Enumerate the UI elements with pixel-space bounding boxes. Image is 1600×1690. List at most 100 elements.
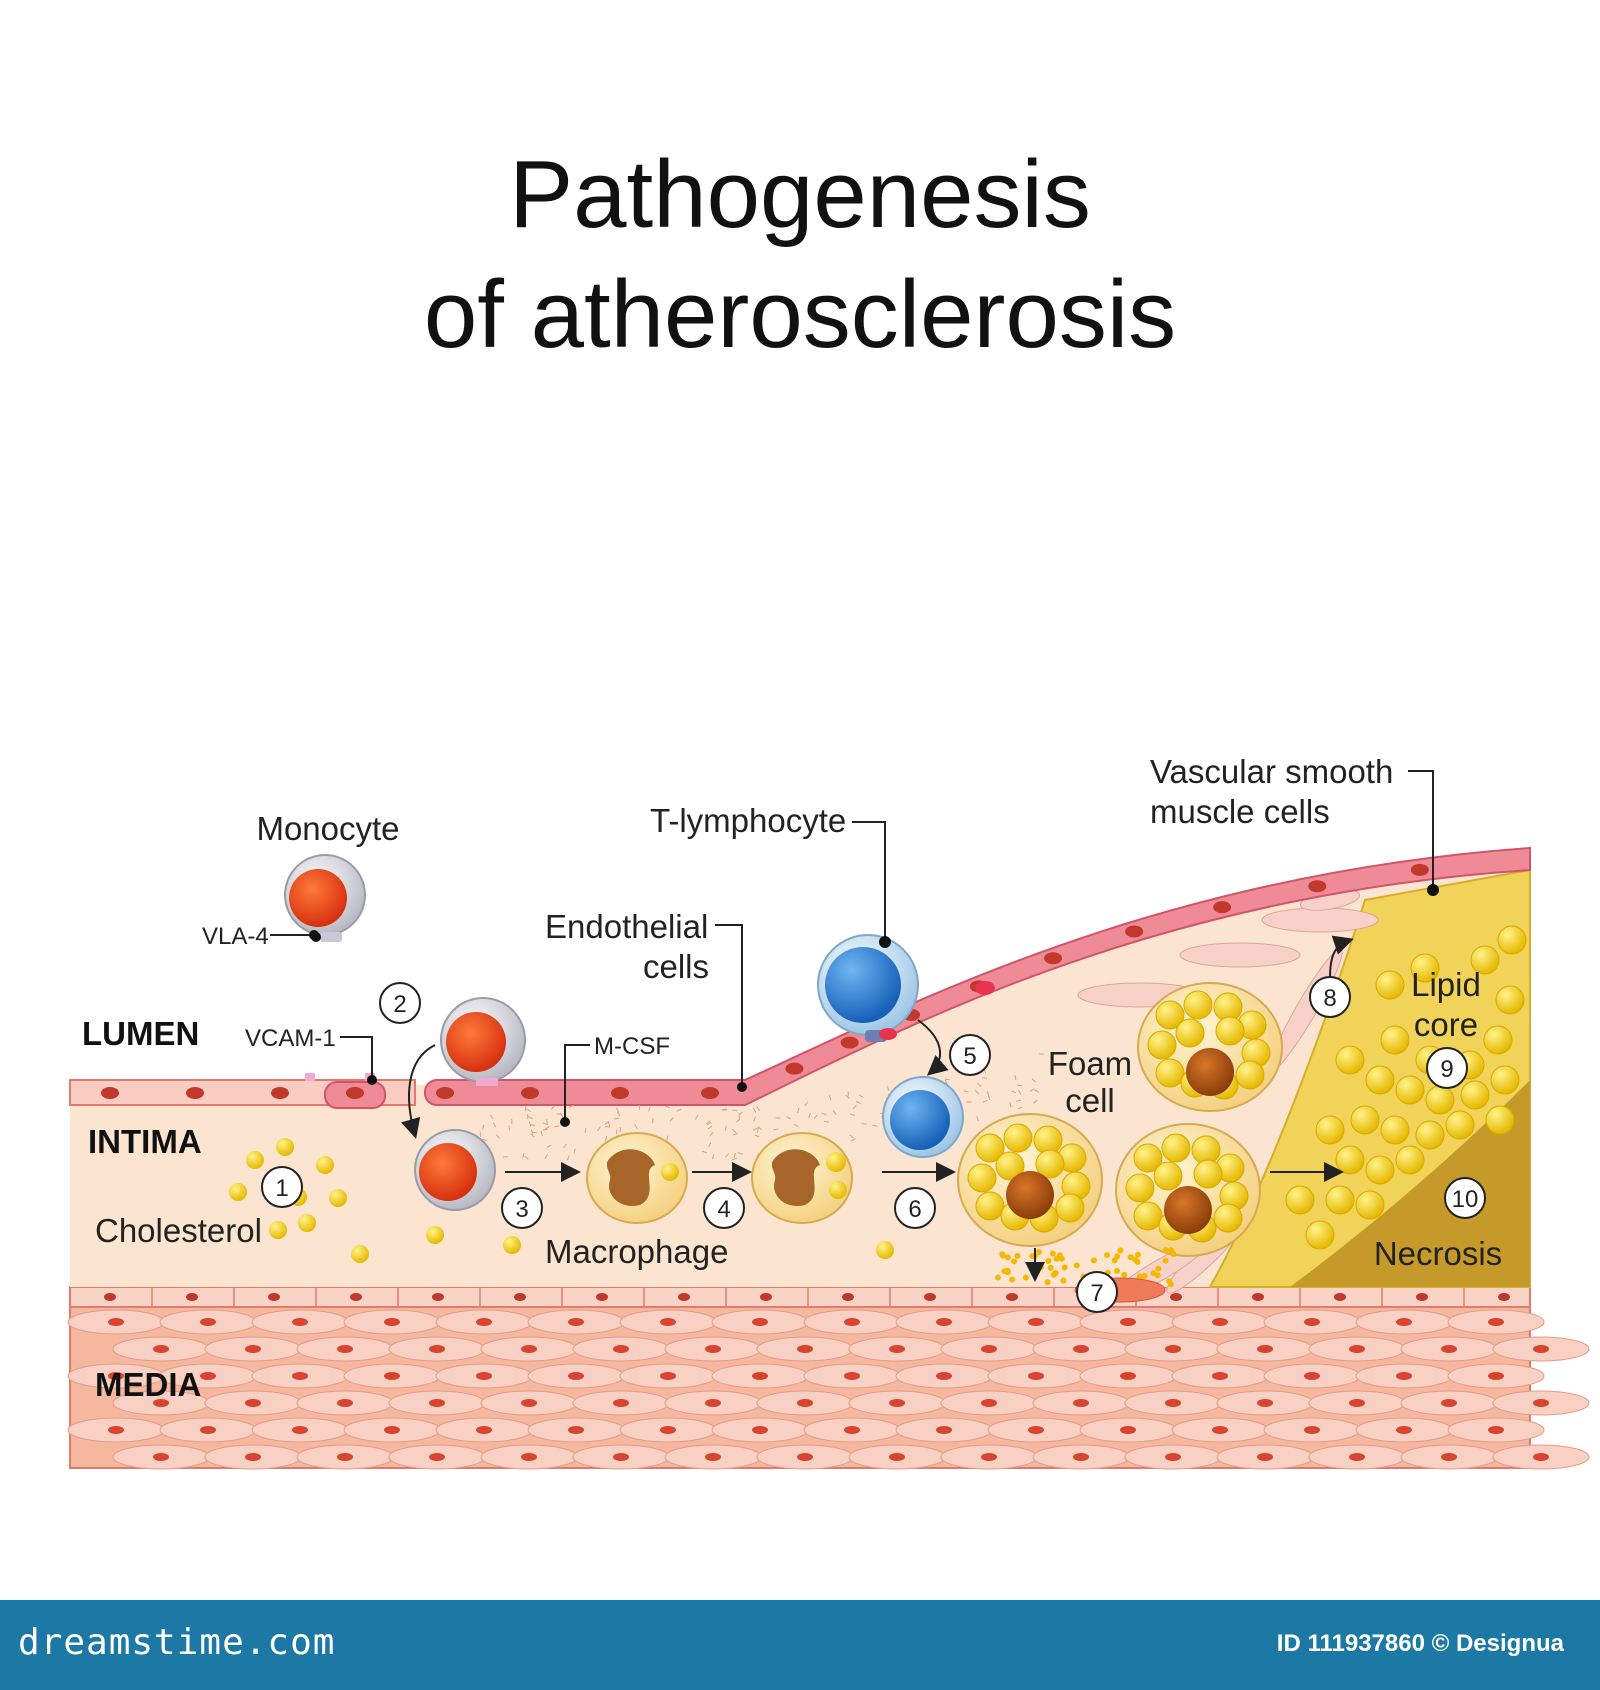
fibre	[736, 1118, 741, 1123]
cholesterol-droplet	[269, 1221, 287, 1239]
fibre	[563, 1143, 567, 1149]
media-cell-nucleus	[936, 1426, 952, 1434]
lipid-particle	[1044, 1279, 1051, 1286]
fibre	[732, 1132, 738, 1136]
fibre	[1009, 1102, 1012, 1108]
fibre	[976, 1116, 979, 1122]
cholesterol-droplet	[876, 1241, 894, 1259]
activated-macrophage	[751, 1132, 853, 1224]
cholesterol-droplet	[329, 1189, 347, 1207]
fibre	[852, 1105, 857, 1110]
lipid-droplet	[1215, 1016, 1245, 1046]
media-cell-nucleus	[660, 1318, 676, 1326]
fibre	[665, 1106, 671, 1108]
lipid-particle	[1004, 1254, 1011, 1261]
basal-nucleus	[1498, 1293, 1510, 1301]
endothelial-nucleus	[701, 1087, 719, 1099]
media-cell-nucleus	[245, 1345, 261, 1353]
lipid-particle	[1053, 1255, 1060, 1262]
media-cell-nucleus	[1396, 1318, 1412, 1326]
media-cell-nucleus	[292, 1372, 308, 1380]
media-cell-nucleus	[1349, 1345, 1365, 1353]
leader-lines	[270, 770, 1434, 1120]
lipid-droplet	[1133, 1201, 1163, 1231]
cholesterol-droplet	[246, 1151, 264, 1169]
fibre	[542, 1122, 549, 1126]
media-cell-nucleus	[844, 1372, 860, 1380]
media-cell-nucleus	[1441, 1453, 1457, 1461]
fibre	[528, 1121, 531, 1127]
fibre	[753, 1116, 757, 1122]
fibre	[737, 1152, 743, 1155]
fibre	[666, 1135, 669, 1141]
step-marker-circle	[949, 1034, 991, 1076]
lipid-droplet	[1213, 1203, 1243, 1233]
fibre	[1029, 1088, 1035, 1092]
endothelial-nucleus	[1308, 880, 1327, 893]
lipid-droplet	[1153, 1161, 1183, 1191]
footer-brand[interactable]: dreamstime.com	[18, 1622, 336, 1663]
vsmc-label-line1: Vascular smooth	[1150, 753, 1393, 790]
fibre	[707, 1125, 713, 1130]
fibre	[858, 1094, 864, 1098]
media-cell-nucleus	[1304, 1426, 1320, 1434]
media-cell-nucleus	[337, 1345, 353, 1353]
lipid-droplet	[1355, 1190, 1385, 1220]
lipid-particle	[1132, 1256, 1139, 1263]
media-cell-nucleus	[1257, 1345, 1273, 1353]
fibre	[733, 1152, 736, 1158]
lipid-particle	[1052, 1270, 1059, 1277]
fibre	[482, 1124, 485, 1130]
media-cell-nucleus	[936, 1318, 952, 1326]
fibre	[850, 1138, 856, 1142]
media-cell-nucleus	[200, 1426, 216, 1434]
lipid-droplet	[1147, 1030, 1177, 1060]
step-marker-circle	[1444, 1177, 1486, 1219]
lipid-particle	[1045, 1258, 1052, 1265]
endothelial-nucleus	[186, 1087, 204, 1099]
process-arrows	[400, 935, 1354, 1282]
lipid-particle	[1004, 1269, 1011, 1276]
media-cell-nucleus	[153, 1399, 169, 1407]
lipid-droplet	[1133, 1143, 1163, 1173]
step-marker-circle	[703, 1187, 745, 1229]
fibre	[708, 1142, 712, 1148]
fibre	[849, 1113, 856, 1116]
fibre	[528, 1116, 533, 1120]
step-marker-number: 5	[963, 1043, 976, 1070]
media-cell-nucleus	[1441, 1399, 1457, 1407]
lipid-droplet	[1460, 1080, 1490, 1110]
intima-label: INTIMA	[88, 1123, 202, 1160]
lipid-droplet	[1415, 1120, 1445, 1150]
m-csf-label: M-CSF	[594, 1033, 670, 1060]
media-cell-nucleus	[613, 1453, 629, 1461]
media-cell-nucleus	[568, 1372, 584, 1380]
cholesterol-droplet	[426, 1226, 444, 1244]
media-cell-nucleus	[521, 1453, 537, 1461]
lipid-droplet	[1325, 1185, 1355, 1215]
basal-nucleus	[350, 1293, 362, 1301]
lipid-droplet	[1055, 1193, 1085, 1223]
endothelial-nucleus	[1213, 901, 1232, 914]
media-cell-nucleus	[337, 1399, 353, 1407]
media-cell-nucleus	[108, 1318, 124, 1326]
fibre	[963, 1090, 969, 1093]
basement-membrane	[69, 1286, 1531, 1308]
lipid-droplet	[1175, 1018, 1205, 1048]
lipid-particle	[1011, 1258, 1018, 1265]
foam-cell-label-line1: Foam	[1048, 1045, 1132, 1082]
step-marker-circle	[1076, 1271, 1118, 1313]
endothelial-nucleus	[346, 1087, 364, 1099]
media-cell-nucleus	[292, 1318, 308, 1326]
media-cell-nucleus	[889, 1399, 905, 1407]
fibre	[560, 1112, 564, 1118]
media-cell-nucleus	[797, 1399, 813, 1407]
fibre	[808, 1112, 812, 1118]
cholesterol-droplet	[351, 1245, 369, 1263]
cholesterol-droplet	[298, 1214, 316, 1232]
fibre	[669, 1117, 674, 1122]
fibre	[1015, 1099, 1022, 1102]
media-cell-nucleus	[521, 1399, 537, 1407]
necrosis-label: Necrosis	[1374, 1235, 1502, 1272]
